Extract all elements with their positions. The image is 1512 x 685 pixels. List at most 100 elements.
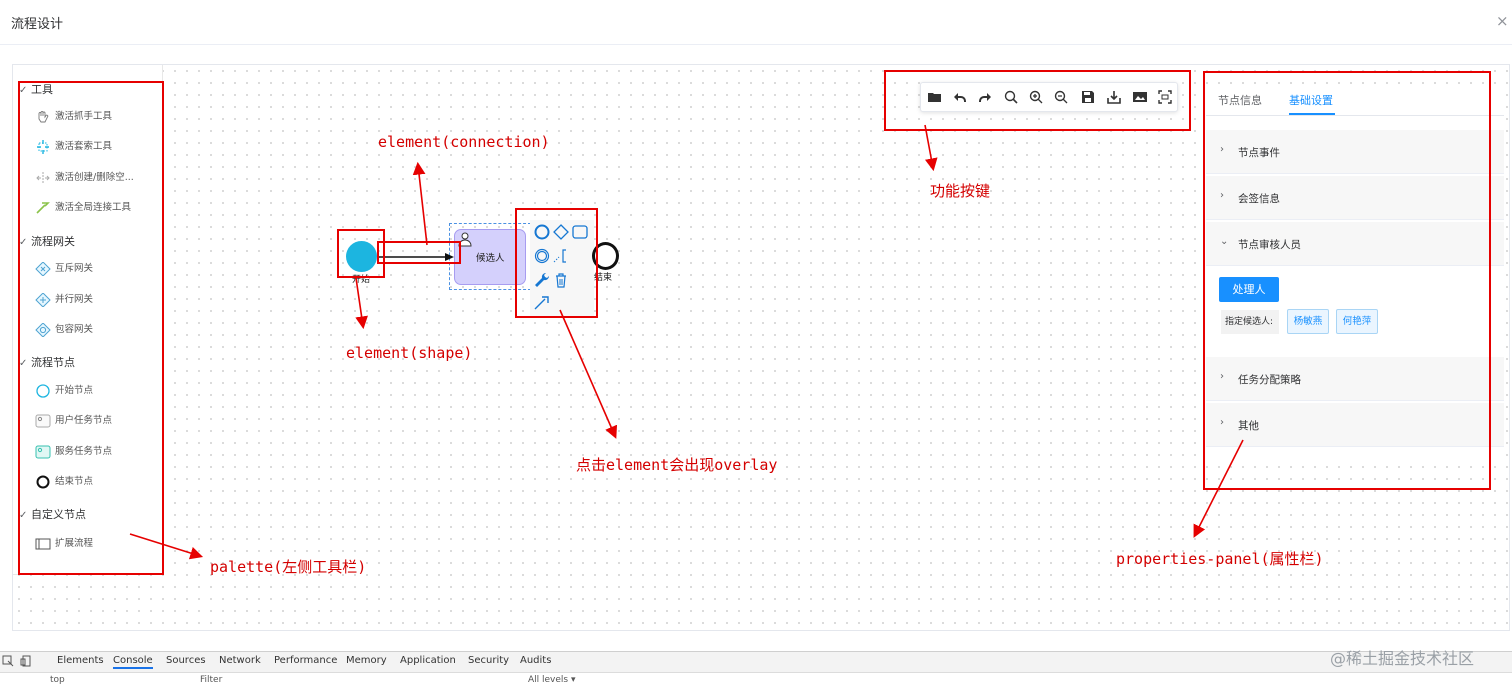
devtools-tab-sources[interactable]: Sources <box>166 655 206 666</box>
devtools-tab-security[interactable]: Security <box>468 655 510 666</box>
close-icon[interactable]: × <box>1496 12 1509 30</box>
chevron-right-icon: › <box>1220 190 1224 201</box>
fit-view-icon[interactable] <box>1003 89 1019 105</box>
palette-item-exclusive-gateway[interactable]: 互斥网关 <box>35 260 163 278</box>
palette-item-lasso-tool[interactable]: 激活套索工具 <box>35 138 163 156</box>
end-event-icon <box>36 475 50 489</box>
download-icon[interactable] <box>1106 89 1122 105</box>
annotation-box-toolbar <box>884 70 1191 131</box>
tab-basic-settings[interactable]: 基础设置 <box>1289 94 1333 107</box>
section-node-events[interactable]: ›节点事件 <box>1206 130 1504 174</box>
append-gateway-icon[interactable] <box>552 223 570 241</box>
section-reviewers[interactable]: ⌄节点审核人员 <box>1206 222 1504 266</box>
palette-item-space-tool[interactable]: 激活创建/删除空... <box>35 169 163 187</box>
annotation-shape: element(shape) <box>346 344 473 362</box>
end-label: 结束 <box>594 273 613 283</box>
start-event-icon <box>36 384 50 398</box>
palette-item-user-task[interactable]: 用户任务节点 <box>35 412 163 430</box>
annotation-box-properties <box>1203 71 1491 490</box>
tab-node-info[interactable]: 节点信息 <box>1218 94 1262 107</box>
append-intermediate-event-icon[interactable] <box>533 247 551 265</box>
console-toolbar <box>0 672 1512 685</box>
chevron-right-icon: › <box>1220 371 1224 382</box>
devtools-tab-performance[interactable]: Performance <box>274 655 338 666</box>
subprocess-icon <box>35 538 51 550</box>
assign-candidates-label: 指定候选人: <box>1221 310 1279 334</box>
redo-icon[interactable] <box>977 89 993 105</box>
section-assign-strategy[interactable]: ›任务分配策略 <box>1206 357 1504 401</box>
chevron-down-icon: ✓ <box>19 85 28 96</box>
global-connect-icon <box>36 202 50 214</box>
palette-group-custom[interactable]: ✓自定义节点 <box>19 508 86 521</box>
candidate-tag[interactable]: 杨敏燕 <box>1287 309 1329 334</box>
devtools-tab-application[interactable]: Application <box>400 655 456 666</box>
annotation-connection: element(connection) <box>378 133 550 151</box>
open-folder-icon[interactable] <box>927 89 943 105</box>
dialog-title: 流程设计 <box>11 17 64 32</box>
header-divider <box>0 44 1512 45</box>
palette-item-parallel-gateway[interactable]: 并行网关 <box>35 291 163 309</box>
palette-item-end-event[interactable]: 结束节点 <box>35 473 163 491</box>
section-other[interactable]: ›其他 <box>1206 403 1504 447</box>
annotation-toolbar: 功能按键 <box>930 182 991 200</box>
undo-icon[interactable] <box>952 89 968 105</box>
devtools-tab-elements[interactable]: Elements <box>57 655 104 666</box>
chevron-down-icon: ✓ <box>19 510 28 521</box>
wrench-icon[interactable] <box>533 271 551 289</box>
preview-icon[interactable] <box>1157 89 1173 105</box>
devtools-tab-memory[interactable]: Memory <box>346 655 387 666</box>
devtools-tab-console[interactable]: Console <box>113 655 153 669</box>
function-toolbar <box>920 82 1178 112</box>
start-event-node[interactable] <box>346 241 377 272</box>
save-icon[interactable] <box>1080 89 1096 105</box>
chevron-down-icon: ⌄ <box>1220 236 1229 247</box>
inspect-icon[interactable] <box>2 655 14 667</box>
chevron-right-icon: › <box>1220 144 1224 155</box>
palette-item-subprocess[interactable]: 扩展流程 <box>35 535 163 553</box>
annotation-box-overlay <box>515 208 598 318</box>
device-toggle-icon[interactable] <box>20 655 32 667</box>
chevron-right-icon: › <box>1220 417 1224 428</box>
context-select[interactable]: top <box>50 675 65 685</box>
annotation-overlay: 点击element会出现overlay <box>576 456 778 474</box>
palette-group-gateways[interactable]: ✓流程网关 <box>19 235 75 248</box>
zoom-in-icon[interactable] <box>1028 89 1044 105</box>
hand-tool-icon <box>38 111 49 123</box>
context-pad-overlay <box>530 220 594 316</box>
palette-item-service-task[interactable]: 服务任务节点 <box>35 443 163 461</box>
export-image-icon[interactable] <box>1132 89 1148 105</box>
annotation-box-shape <box>337 229 385 278</box>
annotation-box-palette <box>18 81 164 575</box>
space-tool-icon <box>36 172 50 184</box>
service-task-icon <box>35 445 51 459</box>
connect-icon[interactable] <box>533 293 551 311</box>
append-text-annotation-icon[interactable] <box>552 247 570 265</box>
inclusive-gateway-icon <box>35 323 51 337</box>
annotation-box-connection <box>377 241 461 264</box>
palette: ✓工具 激活抓手工具 激活套索工具 激活创建/删除空... 激活全局连接工具 ✓… <box>13 65 163 575</box>
append-end-event-icon[interactable] <box>533 223 551 241</box>
parallel-gateway-icon <box>35 293 51 307</box>
palette-group-nodes[interactable]: ✓流程节点 <box>19 356 75 369</box>
chevron-down-icon: ✓ <box>19 237 28 248</box>
user-icon <box>458 232 472 247</box>
watermark: @稀土掘金技术社区 <box>1330 649 1475 668</box>
section-countersign[interactable]: ›会签信息 <box>1206 176 1504 220</box>
handler-button[interactable]: 处理人 <box>1219 277 1279 302</box>
annotation-properties: properties-panel(属性栏) <box>1116 550 1324 568</box>
zoom-out-icon[interactable] <box>1053 89 1069 105</box>
trash-icon[interactable] <box>552 271 570 289</box>
log-levels-select[interactable]: All levels ▾ <box>528 675 576 685</box>
palette-item-inclusive-gateway[interactable]: 包容网关 <box>35 321 163 339</box>
palette-item-global-connect[interactable]: 激活全局连接工具 <box>35 199 163 217</box>
sequence-flow-connection[interactable] <box>377 250 457 264</box>
candidate-tag[interactable]: 何艳萍 <box>1336 309 1378 334</box>
palette-item-hand-tool[interactable]: 激活抓手工具 <box>35 108 163 126</box>
devtools-tab-audits[interactable]: Audits <box>520 655 552 666</box>
palette-item-start-event[interactable]: 开始节点 <box>35 382 163 400</box>
console-filter-input[interactable]: Filter <box>200 675 223 685</box>
lasso-tool-icon <box>37 140 49 154</box>
devtools-tab-network[interactable]: Network <box>219 655 261 666</box>
palette-group-tools[interactable]: ✓工具 <box>19 83 53 96</box>
append-task-icon[interactable] <box>571 223 589 241</box>
